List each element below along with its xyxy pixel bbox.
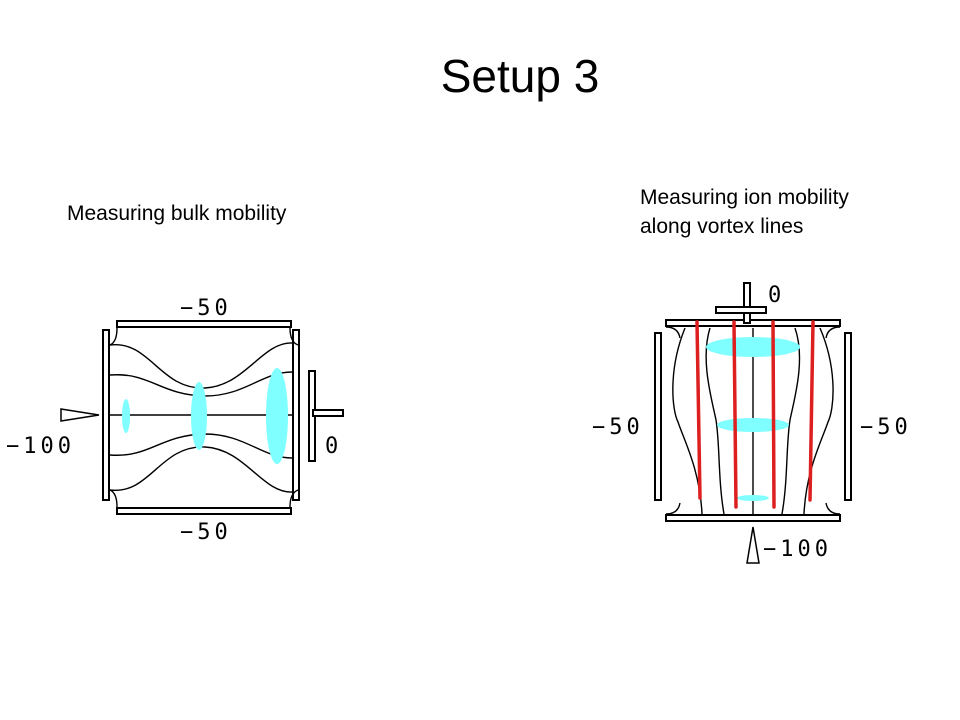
ion-source-tip <box>60 408 100 422</box>
collector-electrode <box>715 306 767 314</box>
right-voltage-label: 0 <box>325 434 342 459</box>
bottom-electrode <box>116 507 292 515</box>
left-voltage-label: −100 <box>6 434 75 459</box>
ion-cloud <box>122 399 130 433</box>
left-voltage-label: −50 <box>592 415 644 440</box>
bulk-mobility-caption: Measuring bulk mobility <box>67 202 287 225</box>
ion-cloud <box>191 382 207 450</box>
bulk-mobility-diagram: −50 −50 −100 0 <box>6 296 344 545</box>
bottom-voltage-label: −50 <box>180 520 232 545</box>
bottom-voltage-label: −100 <box>763 537 832 562</box>
collector-stem <box>312 409 344 417</box>
vortex-lines <box>695 320 815 509</box>
left-electrode <box>654 332 662 501</box>
vortex-mobility-diagram: 0 −50 −50 −100 <box>592 282 912 564</box>
top-voltage-label: 0 <box>768 283 785 308</box>
vortex-caption-line-1: Measuring ion mobility <box>640 186 849 209</box>
top-voltage-label: −50 <box>180 296 232 321</box>
vortex-mobility-caption: Measuring ion mobility along vortex line… <box>640 183 849 241</box>
slide-title: Setup 3 <box>440 50 600 102</box>
left-electrode <box>102 329 110 501</box>
ion-cloud <box>706 337 800 357</box>
ion-cloud <box>737 495 769 501</box>
ion-cloud <box>717 418 789 432</box>
collector-stem <box>743 282 751 324</box>
top-electrode <box>665 319 841 327</box>
right-voltage-label: −50 <box>860 415 912 440</box>
ion-source-tip <box>746 526 760 564</box>
bottom-electrode <box>665 514 841 522</box>
vortex-caption-line-2: along vortex lines <box>640 215 804 238</box>
right-electrode <box>292 329 300 501</box>
top-electrode <box>116 320 292 328</box>
ion-cloud <box>266 368 288 464</box>
right-electrode <box>844 332 852 501</box>
